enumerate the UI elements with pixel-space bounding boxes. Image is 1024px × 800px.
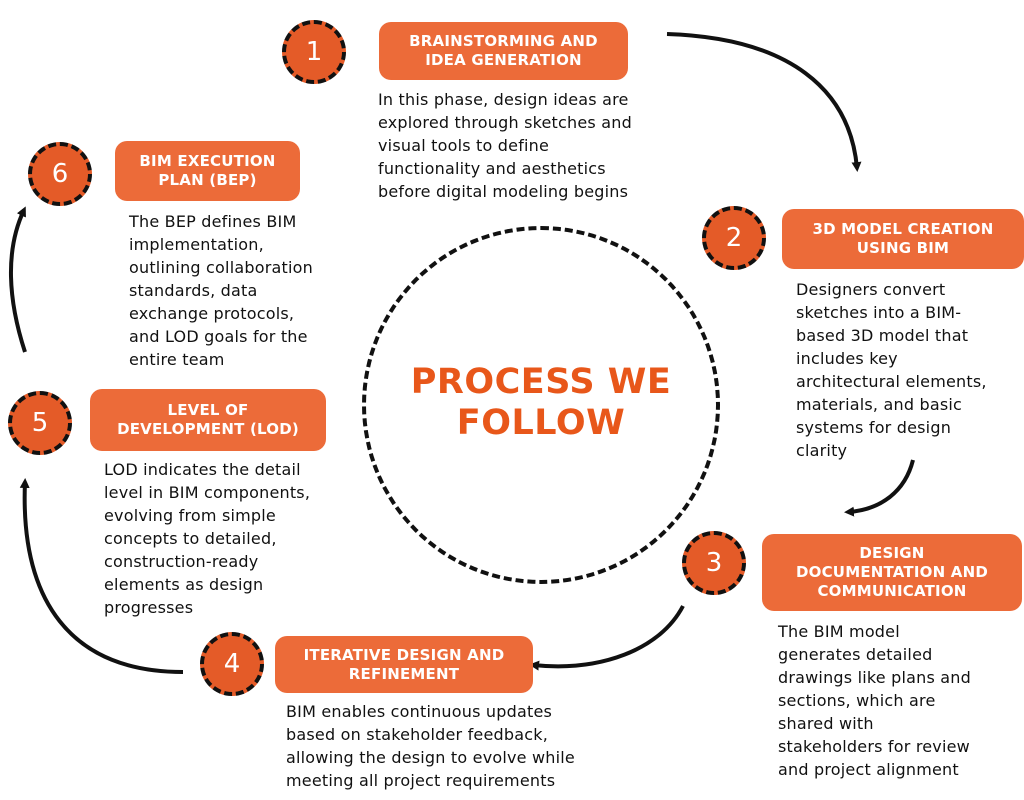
arrow-4-to-5 xyxy=(19,478,184,674)
step-6-description: The BEP defines BIM implementation, outl… xyxy=(129,212,313,369)
step-6-number-badge: 6 xyxy=(28,142,92,206)
step-4-label: ITERATIVE DESIGN AND REFINEMENT xyxy=(275,636,533,693)
step-5-description: LOD indicates the detail level in BIM co… xyxy=(104,460,311,617)
step-2-description: Designers convert sketches into a BIM- b… xyxy=(796,280,987,460)
step-5-label: LEVEL OF DEVELOPMENT (LOD) xyxy=(90,389,326,451)
arrow-3-to-4 xyxy=(529,605,685,671)
arrow-1-to-2 xyxy=(666,32,862,172)
step-5-number-badge: 5 xyxy=(8,391,72,455)
step-6-label: BIM EXECUTION PLAN (BEP) xyxy=(115,141,300,201)
step-2-number-badge: 2 xyxy=(702,206,766,270)
step-1-description: In this phase, design ideas are explored… xyxy=(378,90,632,201)
step-3-label: DESIGN DOCUMENTATION AND COMMUNICATION xyxy=(762,534,1022,611)
step-4-number-badge: 4 xyxy=(200,632,264,696)
step-1-number-badge: 1 xyxy=(282,20,346,84)
step-3-number-badge: 3 xyxy=(682,531,746,595)
arrow-2-to-3 xyxy=(844,459,915,517)
step-2-label: 3D MODEL CREATION USING BIM xyxy=(782,209,1024,269)
arrow-5-to-6 xyxy=(8,206,27,353)
diagram-title: PROCESS WE FOLLOW xyxy=(410,362,672,443)
step-3-description: The BIM model generates detailed drawing… xyxy=(778,622,971,779)
step-4-description: BIM enables continuous updates based on … xyxy=(286,702,575,790)
center-dashed-circle xyxy=(362,226,720,584)
step-1-label: BRAINSTORMING AND IDEA GENERATION xyxy=(379,22,628,80)
